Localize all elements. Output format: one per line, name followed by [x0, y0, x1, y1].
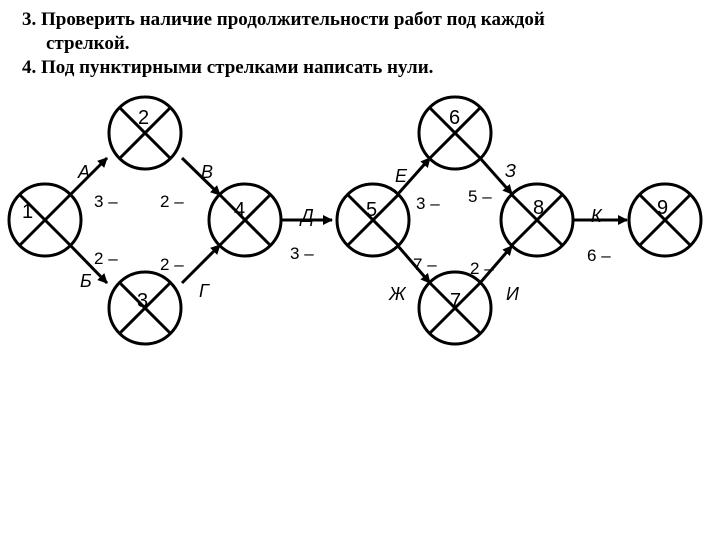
- duration-e-value: 3: [416, 194, 425, 213]
- arrow-activity-e: [396, 157, 432, 195]
- duration-z-value: 5: [468, 187, 477, 206]
- activity-label-a: А: [77, 162, 90, 182]
- duration-e: 3 –: [416, 194, 440, 213]
- arrow-activity-zh: [396, 245, 432, 284]
- instruction-3-continuation: стрелкой.: [46, 33, 130, 54]
- network-node-7: 7: [417, 270, 493, 346]
- duration-zh-value: 7: [413, 255, 422, 274]
- network-node-2: 2: [107, 95, 183, 171]
- activity-label-b: Б: [80, 271, 92, 291]
- network-node-3: 3: [107, 270, 183, 346]
- arrow-activity-a: [68, 156, 109, 197]
- instruction-4: 4. Под пунктирными стрелками написать ну…: [22, 56, 712, 80]
- activity-label-e: Е: [395, 166, 408, 186]
- activity-label-zh: Ж: [388, 284, 407, 304]
- arrow-activity-b: [68, 243, 109, 285]
- duration-zh-dash: –: [427, 255, 437, 274]
- network-node-4: 4: [207, 182, 283, 258]
- node-4-number: 4: [234, 199, 245, 221]
- duration-i: 2 –: [470, 259, 494, 278]
- duration-d: 3 –: [290, 244, 314, 263]
- activity-label-i: И: [506, 284, 519, 304]
- node-6-number: 6: [449, 107, 460, 129]
- network-node-5: 5: [335, 182, 411, 258]
- network-node-8: 8: [499, 182, 575, 258]
- duration-v-dash: –: [174, 192, 184, 211]
- activity-label-z: З: [505, 161, 516, 181]
- duration-i-dash: –: [484, 259, 494, 278]
- duration-z-dash: –: [482, 187, 492, 206]
- network-node-9: 9: [627, 182, 703, 258]
- node-3-number: 3: [137, 290, 148, 312]
- node-8-number: 8: [533, 197, 544, 219]
- activity-label-v: В: [201, 162, 213, 182]
- duration-b-value: 2: [94, 249, 103, 268]
- arrow-activity-z: [478, 157, 514, 195]
- node-1-number: 1: [22, 201, 33, 223]
- network-node-1: 1: [7, 182, 83, 258]
- network-node-6: 6: [417, 95, 493, 171]
- instruction-4-number: 4.: [22, 57, 37, 78]
- duration-k-dash: –: [601, 246, 611, 265]
- duration-i-value: 2: [470, 259, 479, 278]
- node-7-number: 7: [450, 290, 461, 312]
- duration-b-dash: –: [108, 249, 118, 268]
- activity-label-k: К: [591, 206, 603, 226]
- instruction-3-number: 3.: [22, 9, 37, 30]
- node-2-number: 2: [138, 107, 149, 129]
- duration-a-dash: –: [108, 192, 118, 211]
- instruction-3: 3. Проверить наличие продолжительности р…: [22, 8, 712, 32]
- arrow-activity-g: [180, 243, 222, 285]
- node-9-number: 9: [657, 197, 668, 219]
- duration-k: 6 –: [587, 246, 611, 265]
- instructions: 3. Проверить наличие продолжительности р…: [22, 8, 712, 80]
- duration-a: 3 –: [94, 192, 118, 211]
- duration-d-dash: –: [304, 244, 314, 263]
- duration-v: 2 –: [160, 192, 184, 211]
- node-5-number: 5: [366, 199, 377, 221]
- activity-label-g: Г: [199, 281, 210, 301]
- duration-g-value: 2: [160, 255, 169, 274]
- duration-d-value: 3: [290, 244, 299, 263]
- duration-zh: 7 –: [413, 255, 437, 274]
- duration-a-value: 3: [94, 192, 103, 211]
- duration-z: 5 –: [468, 187, 492, 206]
- arrow-activity-i: [478, 245, 514, 284]
- instruction-4-text: Под пунктирными стрелками написать нули.: [41, 57, 434, 78]
- arrow-activity-v: [180, 156, 222, 197]
- instruction-3-text: Проверить наличие продолжительности рабо…: [41, 9, 545, 30]
- duration-k-value: 6: [587, 246, 596, 265]
- duration-g: 2 –: [160, 255, 184, 274]
- duration-b: 2 –: [94, 249, 118, 268]
- duration-e-dash: –: [430, 194, 440, 213]
- duration-v-value: 2: [160, 192, 169, 211]
- activity-label-d: Д: [299, 206, 314, 226]
- duration-g-dash: –: [174, 255, 184, 274]
